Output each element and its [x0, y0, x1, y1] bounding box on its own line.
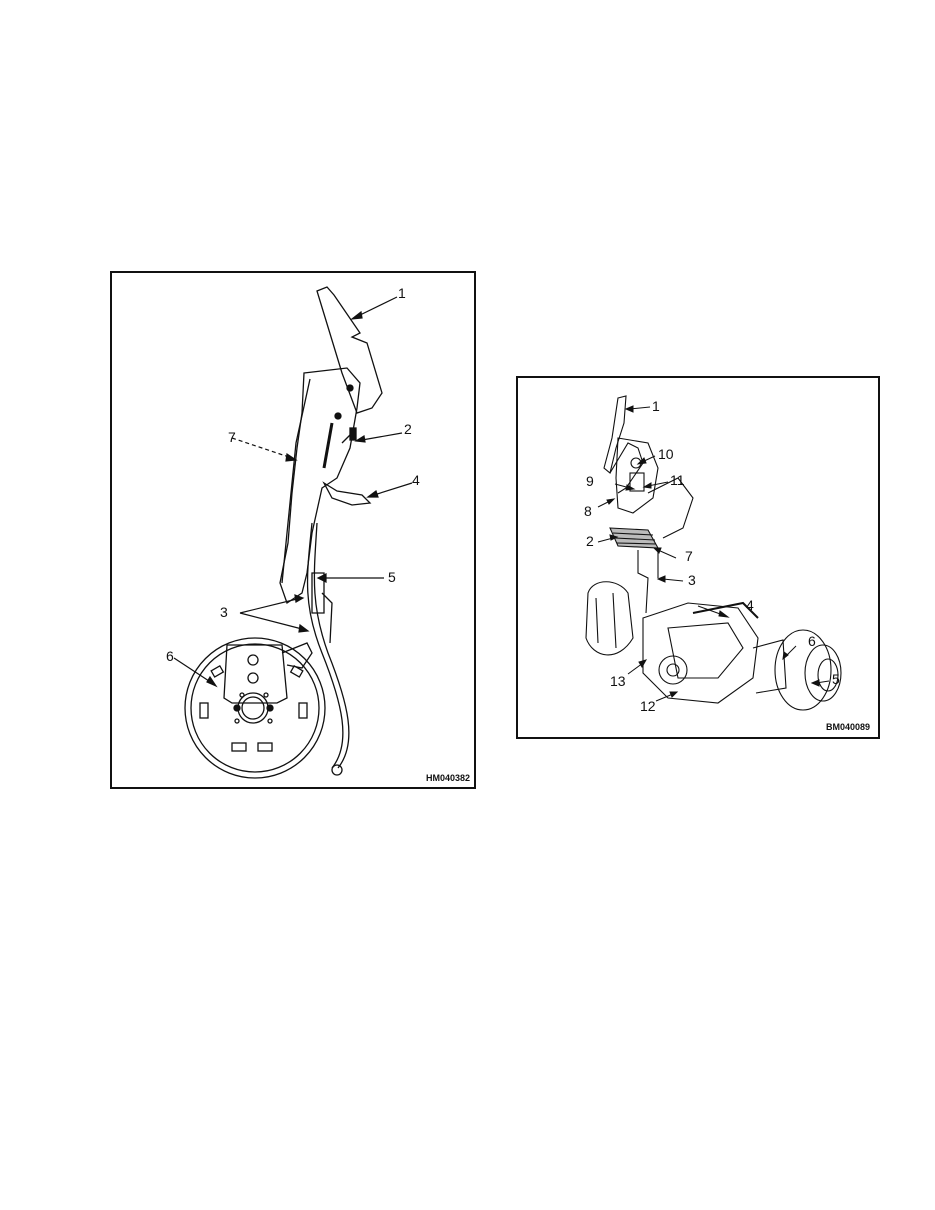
callout-1: 1: [398, 285, 406, 301]
callout-6: 6: [166, 648, 174, 664]
callout-4: 4: [746, 597, 754, 613]
callout-3: 3: [220, 604, 228, 620]
callout-10: 10: [658, 446, 674, 462]
figure-left-parking-brake-assembly: 1 2 7 4 5 3 6 HM040382: [110, 271, 476, 789]
callout-3: 3: [688, 572, 696, 588]
parking-brake-lever-drawing: [173, 286, 413, 779]
callout-2: 2: [404, 421, 412, 437]
callout-2: 2: [586, 533, 594, 549]
callout-12: 12: [640, 698, 656, 714]
callout-13: 13: [610, 673, 626, 689]
callout-4: 4: [412, 472, 420, 488]
figure-id-label: HM040382: [426, 773, 471, 783]
callout-11: 11: [670, 472, 685, 488]
callout-6: 6: [808, 633, 816, 649]
callout-8: 8: [584, 503, 592, 519]
brake-axle-drawing: [585, 395, 842, 711]
figure-right-brake-axle-assembly: 1 10 9 11 8 2 7 3 4 6 5 13 12 BM040089: [516, 376, 880, 739]
callout-9: 9: [586, 473, 594, 489]
callout-7: 7: [228, 429, 236, 445]
callout-5: 5: [832, 671, 840, 687]
callout-1: 1: [652, 398, 660, 414]
callout-7: 7: [685, 548, 693, 564]
callout-5: 5: [388, 569, 396, 585]
figure-id-label: BM040089: [826, 722, 871, 732]
